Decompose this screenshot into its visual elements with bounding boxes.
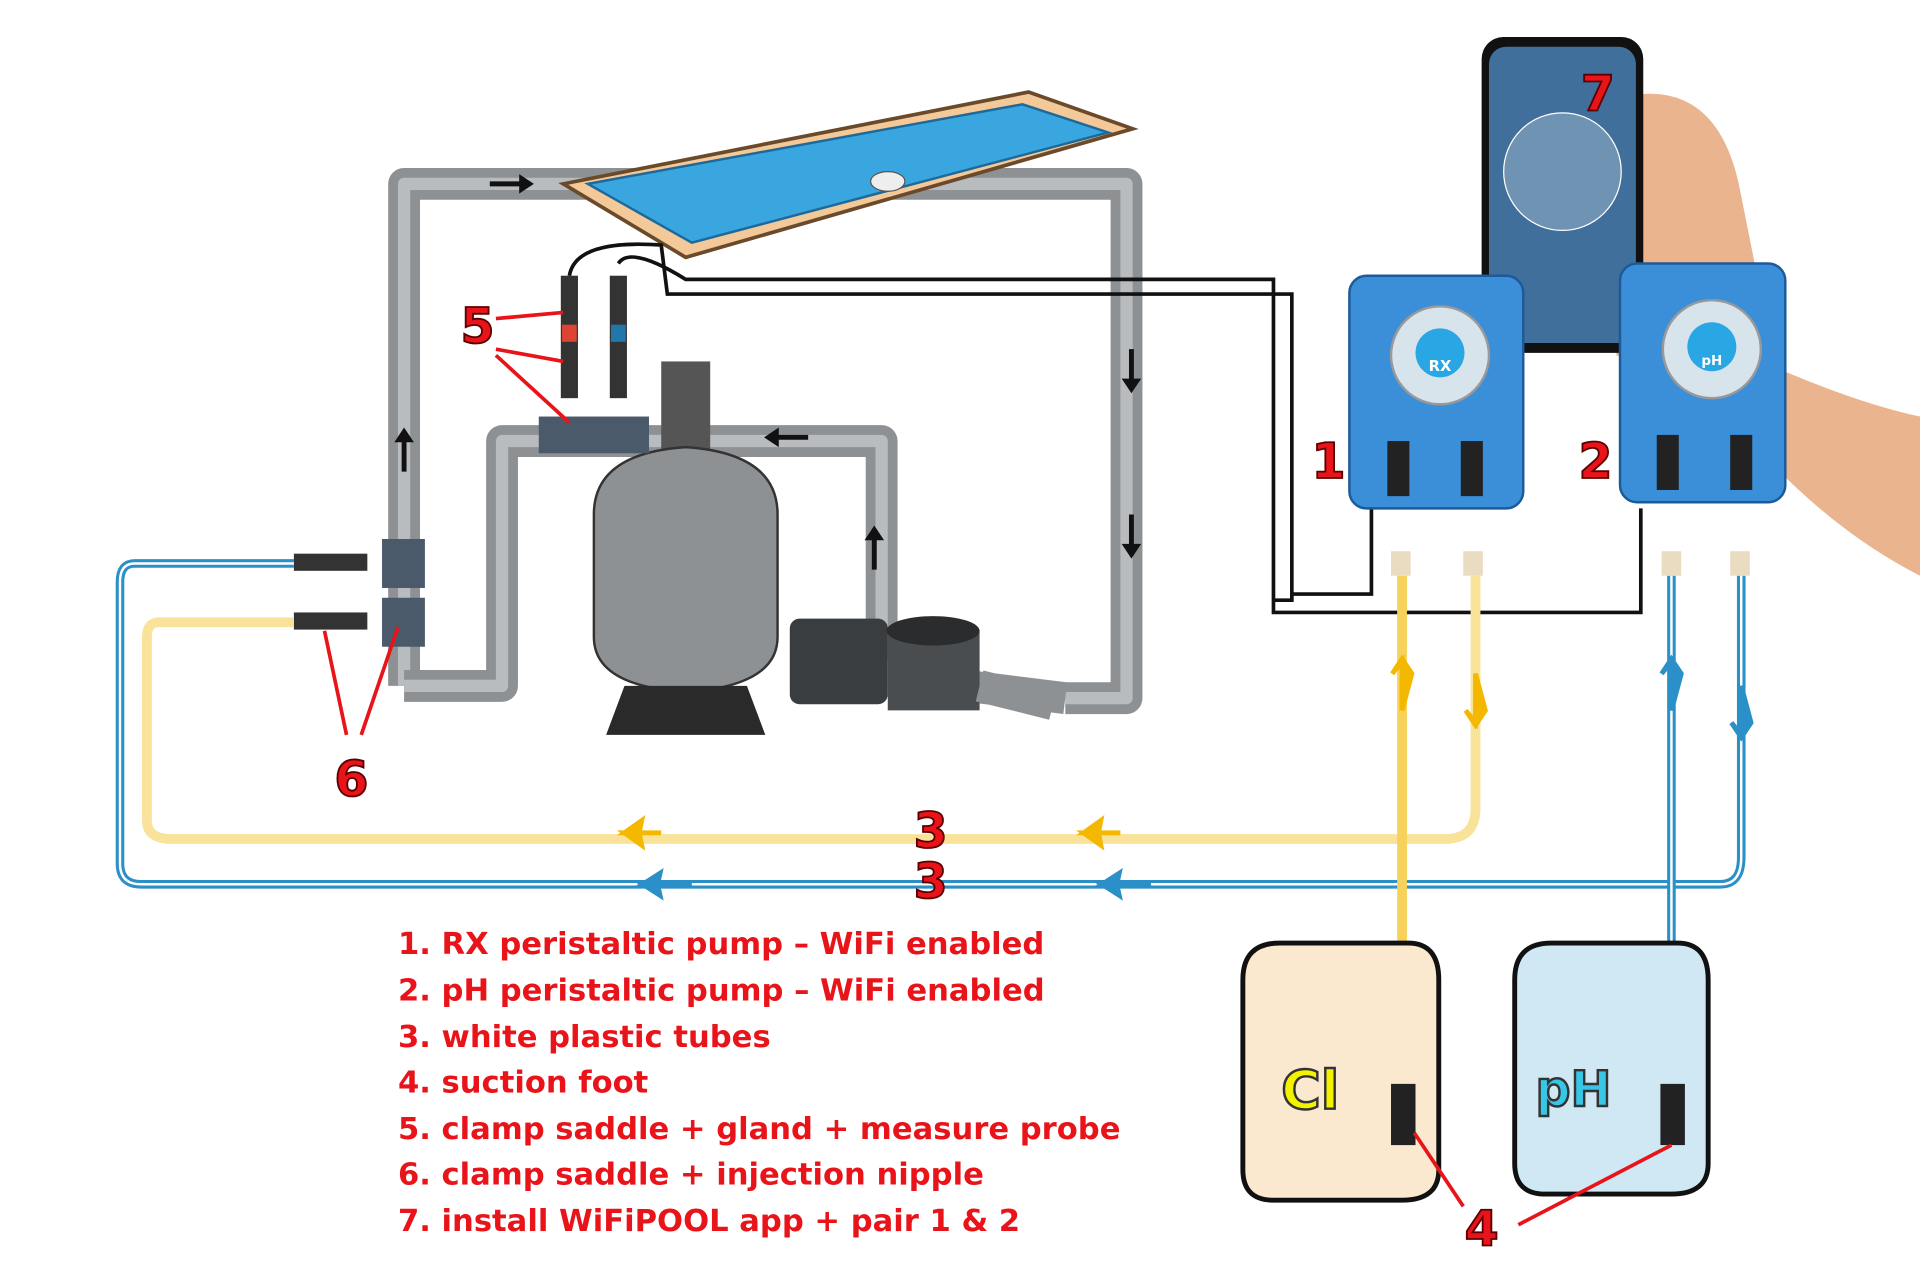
legend-item-5: 5. clamp saddle + gland + measure probe xyxy=(398,1112,1121,1147)
rx-pump-label: RX xyxy=(1429,358,1452,375)
legend-item-4: 4. suction foot xyxy=(398,1065,648,1100)
legend-item-2: 2. pH peristaltic pump – WiFi enabled xyxy=(398,974,1045,1009)
callout-6: 6 xyxy=(334,751,368,808)
callout-1: 1 xyxy=(1312,433,1346,490)
probes xyxy=(560,242,1643,615)
ph-tank: pH xyxy=(1512,940,1711,1197)
sand-filter xyxy=(538,361,779,735)
callout-4: 4 xyxy=(1465,1201,1499,1258)
injection-nipples xyxy=(293,538,425,647)
pool-pump xyxy=(789,616,1057,720)
swimming-pool xyxy=(558,90,1139,260)
chlorine-tank: Cl xyxy=(1240,940,1442,1203)
ph-pump-label: pH xyxy=(1701,354,1722,369)
legend-item-7: 7. install WiFiPOOL app + pair 1 & 2 xyxy=(398,1204,1020,1239)
ph-tank-label: pH xyxy=(1535,1061,1611,1118)
callout-2: 2 xyxy=(1578,433,1612,490)
legend: 1. RX peristaltic pump – WiFi enabled 2.… xyxy=(398,927,1121,1239)
flow-arrows xyxy=(394,174,1142,570)
legend-item-3: 3. white plastic tubes xyxy=(398,1020,771,1055)
tube-arrows xyxy=(616,654,1754,901)
callout-lines xyxy=(322,310,1673,1227)
callout-5: 5 xyxy=(461,298,495,355)
legend-item-6: 6. clamp saddle + injection nipple xyxy=(398,1157,984,1192)
legend-item-1: 1. RX peristaltic pump – WiFi enabled xyxy=(398,927,1044,962)
ph-pump: pH xyxy=(1618,262,1787,576)
rx-pump: RX xyxy=(1348,274,1525,576)
callout-3-blue: 3 xyxy=(914,853,948,910)
callout-3-yellow: 3 xyxy=(914,803,948,860)
cl-tank-label: Cl xyxy=(1281,1058,1339,1121)
callout-7: 7 xyxy=(1581,65,1615,122)
